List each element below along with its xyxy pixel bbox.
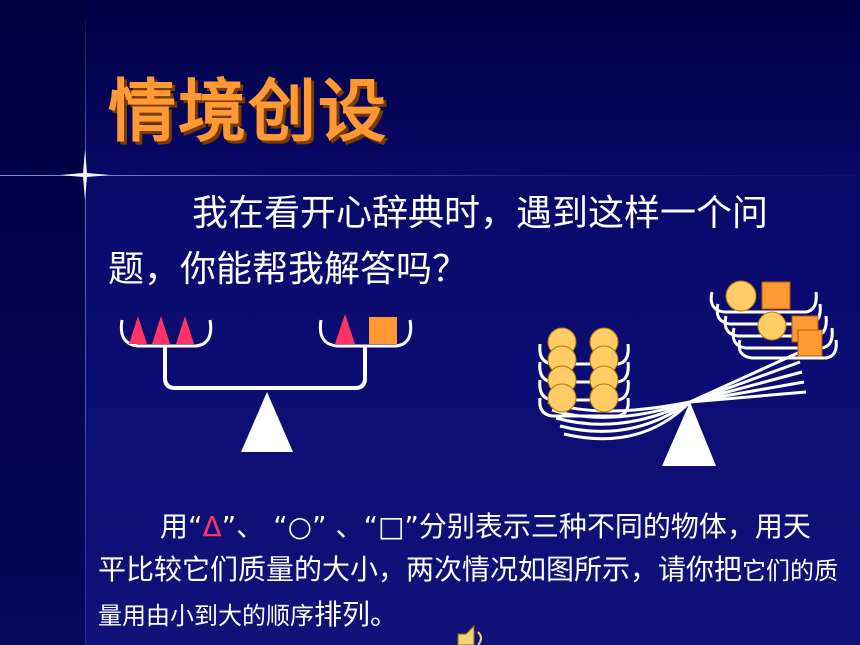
problem-text: 用“Δ”、 “○” 、“□”分别表示三种不同的物体，用天平比较它们质量的大小，两… [98,505,838,638]
circle-symbol: ○ [287,510,313,543]
problem-part: 用“ [160,510,203,543]
square-shape [761,281,791,310]
square-symbol: □ [377,510,405,543]
speaker-icon[interactable] [457,624,482,645]
slide-title: 情境创设 [108,73,389,152]
circle-shape [757,311,787,341]
balance-2 [538,280,838,466]
horizontal-divider [0,175,860,176]
square-shape [797,329,823,357]
left-band [0,0,86,645]
circle-shape [547,383,577,413]
balance-1 [119,314,413,452]
balance-1-left-pan [119,319,213,348]
balance-2-right-pans [709,291,838,360]
balance-1-fulcrum [241,392,293,452]
circle-shape [589,383,619,413]
problem-part: 它们的质量用由小到大的顺序 [98,557,839,630]
balance-2-left-pans [538,343,630,418]
balance-1-right-pan [318,319,413,348]
triangle-symbol: Δ [202,510,222,543]
triangle-shape [335,314,355,344]
problem-part: 排列。 [314,598,399,631]
square-shape [369,317,397,344]
vertical-divider [85,20,86,645]
balance-2-fulcrum [662,402,716,466]
triangle-shape [129,316,147,344]
sparkle-icon [60,150,110,200]
triangle-shape [176,316,194,344]
triangle-shape [152,316,170,344]
intro-text: 我在看开心辞典时，遇到这样一个问题，你能帮我解答吗？ [108,193,769,290]
problem-part: ” 、“ [312,510,378,543]
circle-shape [725,280,757,312]
problem-part: ”分别表示三种不同的物体，用天平比较它们质量的大小，两次情况如图所示，请你把 [98,510,811,586]
balance-1-beam [163,345,367,390]
problem-part: ”、 “ [221,510,288,543]
